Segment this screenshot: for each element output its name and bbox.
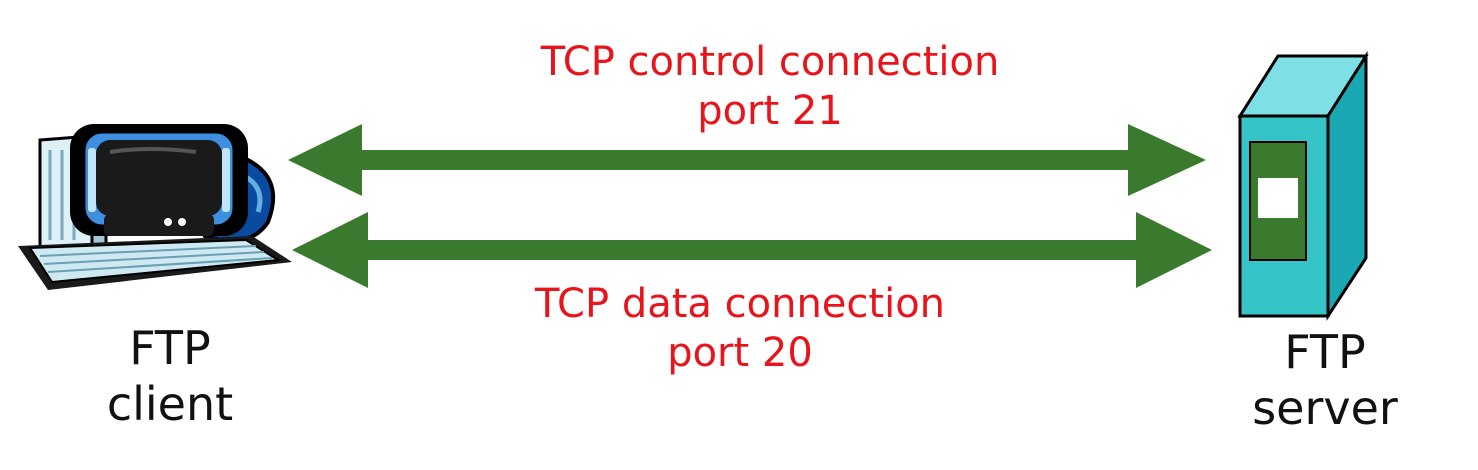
data-connection-port: port 20 [667, 329, 813, 376]
desktop-computer-icon [18, 124, 292, 290]
control-connection-title: TCP control connection [540, 39, 1000, 85]
client-label: FTP client [80, 320, 260, 432]
data-connection-label: TCP data connection port 20 [490, 280, 990, 378]
data-connection-title: TCP data connection [534, 281, 946, 327]
client-label-line1: FTP [129, 321, 211, 375]
server-tower-icon [1237, 50, 1369, 322]
client-label-line2: client [106, 377, 234, 432]
control-connection-arrow [288, 124, 1206, 196]
control-connection-label: TCP control connection port 21 [520, 38, 1020, 136]
server-label: FTP server [1225, 324, 1425, 436]
server-label-line1: FTP [1284, 325, 1366, 379]
control-connection-port: port 21 [697, 87, 843, 134]
data-connection-arrow [292, 212, 1212, 288]
server-label-line2: server [1252, 381, 1398, 436]
